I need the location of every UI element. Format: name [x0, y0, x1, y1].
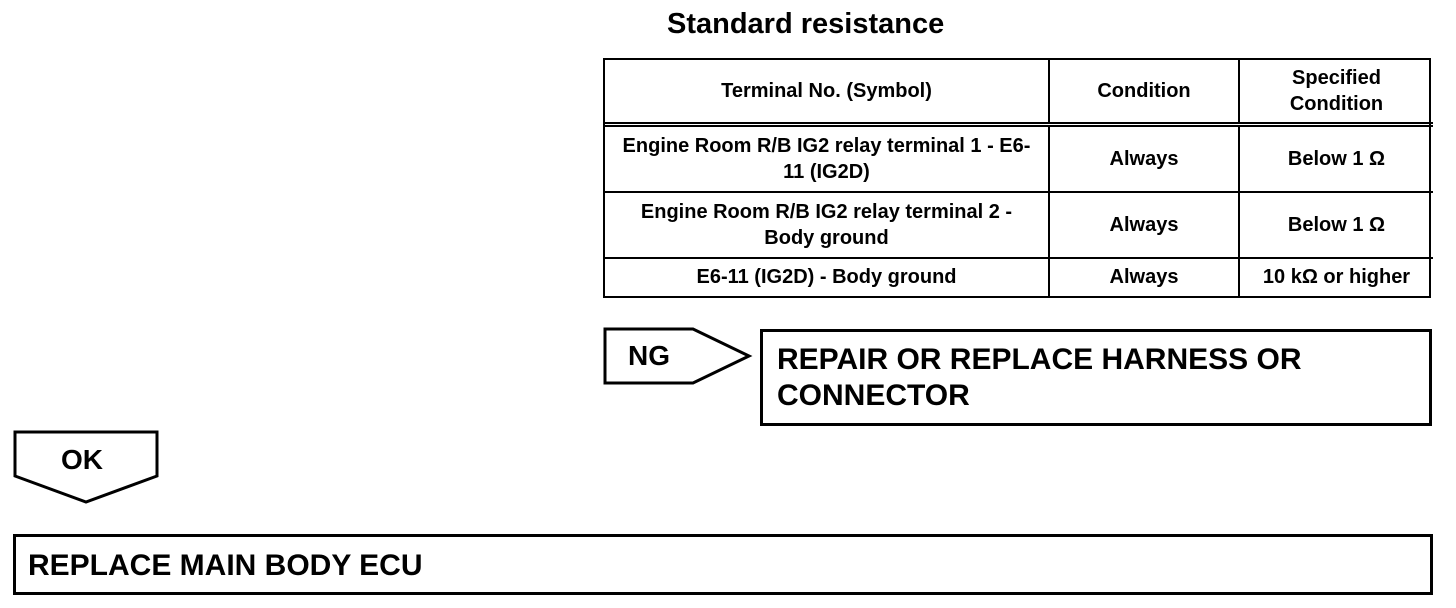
column-header-terminal: Terminal No. (Symbol): [605, 60, 1050, 127]
ok-action-box: REPLACE MAIN BODY ECU: [13, 534, 1433, 595]
table-row: E6-11 (IG2D) - Body ground Always 10 kΩ …: [605, 256, 1433, 296]
specified-cell: Below 1 Ω: [1238, 190, 1433, 259]
specified-cell: 10 kΩ or higher: [1238, 256, 1433, 296]
terminal-text: Engine Room R/B IG2 relay terminal 1 - E…: [622, 134, 1031, 183]
ok-arrow-shape: [13, 430, 159, 504]
table-row: Engine Room R/B IG2 relay terminal 2 - B…: [605, 190, 1433, 259]
terminal-text: Engine Room R/B IG2 relay terminal 2 - B…: [640, 200, 1013, 249]
ng-action-text: REPAIR OR REPLACE HARNESS OR CONNECTOR: [777, 343, 1302, 412]
condition-cell: Always: [1048, 256, 1240, 296]
terminal-cell: E6-11 (IG2D) - Body ground: [605, 256, 1050, 296]
ok-action-text: REPLACE MAIN BODY ECU: [28, 549, 423, 582]
ng-arrow-shape: [603, 327, 753, 385]
terminal-cell: Engine Room R/B IG2 relay terminal 2 - B…: [605, 190, 1050, 259]
ok-label: OK: [61, 444, 103, 475]
column-header-specified-text: Specified Condition: [1289, 67, 1384, 115]
table-row: Engine Room R/B IG2 relay terminal 1 - E…: [605, 123, 1433, 193]
table-header-row: Terminal No. (Symbol) Condition Specifie…: [605, 60, 1433, 127]
terminal-cell: Engine Room R/B IG2 relay terminal 1 - E…: [605, 123, 1050, 193]
specified-cell: Below 1 Ω: [1238, 123, 1433, 193]
column-header-condition: Condition: [1048, 60, 1240, 127]
ng-action-box: REPAIR OR REPLACE HARNESS OR CONNECTOR: [760, 329, 1432, 426]
condition-cell: Always: [1048, 123, 1240, 193]
condition-cell: Always: [1048, 190, 1240, 259]
section-title: Standard resistance: [667, 8, 945, 40]
column-header-specified: Specified Condition: [1238, 60, 1433, 127]
resistance-table: Terminal No. (Symbol) Condition Specifie…: [603, 58, 1433, 298]
ng-label: NG: [628, 340, 670, 371]
